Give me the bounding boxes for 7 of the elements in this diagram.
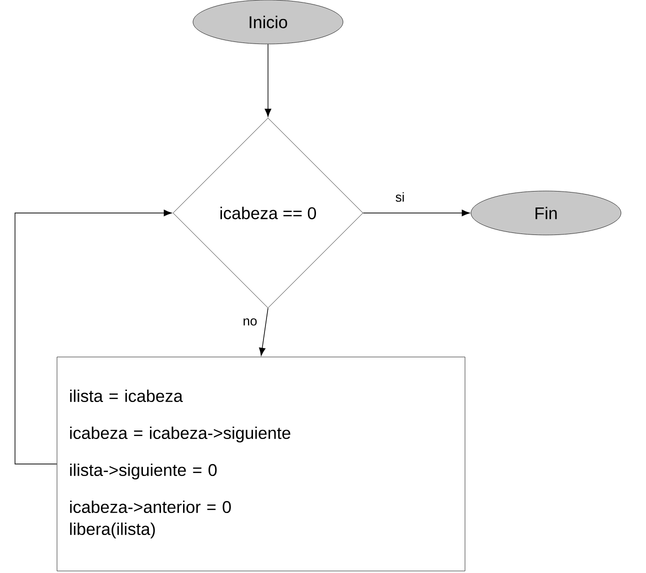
arrow: [14, 210, 172, 464]
arrow: [259, 308, 268, 356]
edge-label: si: [394, 191, 406, 203]
edge-label: no: [242, 317, 258, 327]
arrow: [264, 44, 272, 117]
process-box: ilista = icabeza icabeza = icabeza->siguiente ilista->siguiente = 0 icabeza->anterior = 0 libera(ilista): [56, 356, 466, 572]
arrow: [362, 210, 470, 216]
